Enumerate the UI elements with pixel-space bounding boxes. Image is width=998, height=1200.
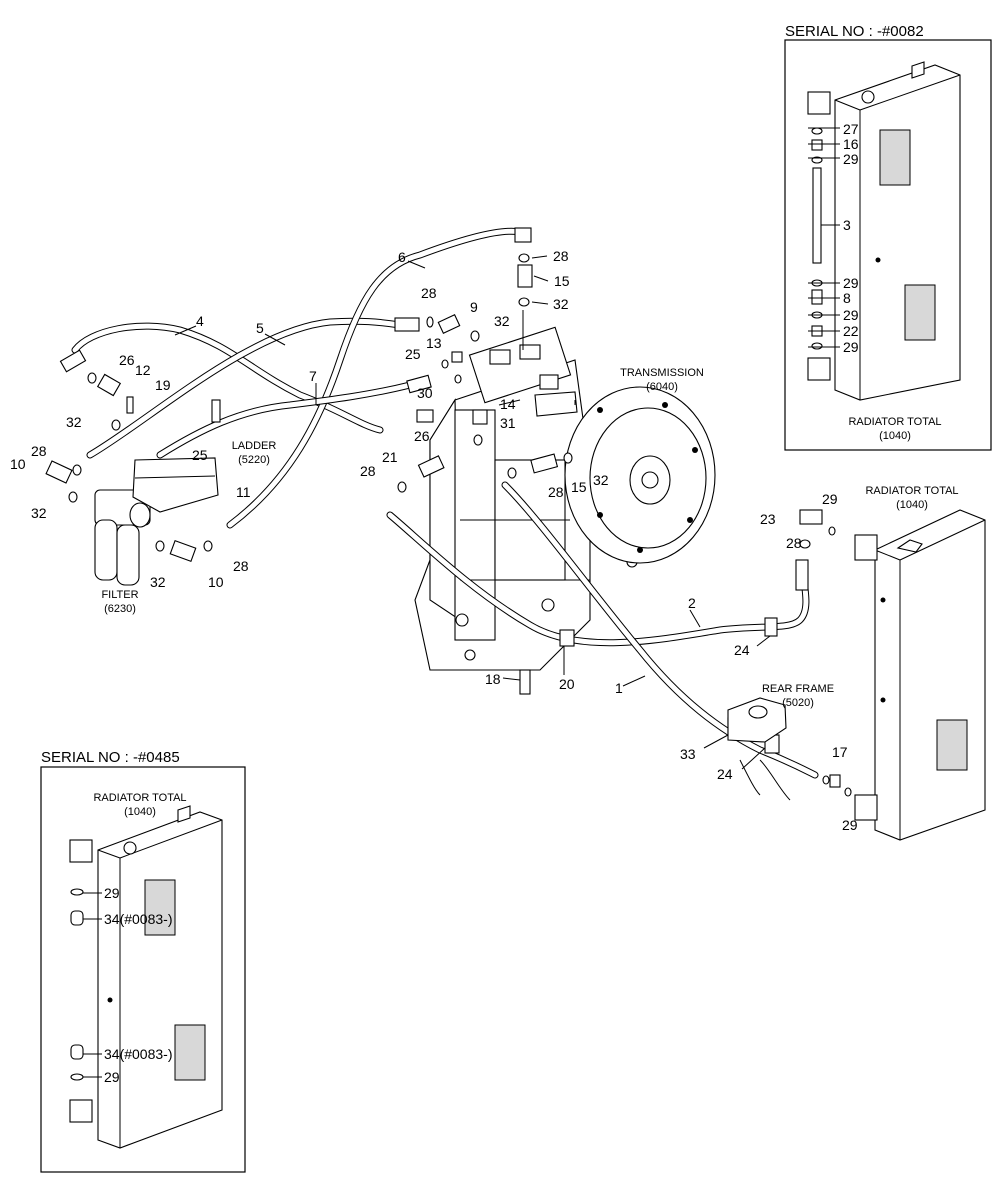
- captions: SERIAL NO : -#0082 SERIAL NO : -#0485 TR…: [41, 23, 959, 818]
- caption-rear-frame-name: REAR FRAME: [762, 683, 834, 695]
- callout: 12: [135, 362, 151, 378]
- callout: 28: [360, 463, 376, 479]
- caption-radiator-right-name: RADIATOR TOTAL: [865, 485, 958, 497]
- callout: 29: [842, 817, 858, 833]
- serial-top: SERIAL NO : -#0082: [785, 23, 924, 40]
- callout: 19: [155, 377, 171, 393]
- caption-transmission-name: TRANSMISSION: [620, 367, 704, 379]
- callout: 32: [494, 313, 510, 329]
- callout: 10: [10, 456, 26, 472]
- callout: 26: [414, 428, 430, 444]
- callout: 4: [196, 313, 204, 329]
- hoses: [71, 227, 819, 779]
- callout: 15: [571, 479, 587, 495]
- callout: 18: [485, 671, 501, 687]
- callout: 20: [559, 676, 575, 692]
- callout: 26: [119, 352, 135, 368]
- callout: 29: [843, 151, 859, 167]
- callout: 11: [236, 484, 251, 500]
- callout: 29: [104, 1069, 120, 1085]
- callout: 29: [843, 307, 859, 323]
- caption-radiator-right-code: (1040): [896, 499, 928, 511]
- callout: 31: [500, 415, 516, 431]
- callout: 29: [843, 275, 859, 291]
- callout: 23: [760, 511, 776, 527]
- callout: 1: [615, 680, 623, 696]
- callout: 14: [500, 396, 516, 412]
- callout: 28: [548, 484, 564, 500]
- caption-radiator-bottom-name: RADIATOR TOTAL: [93, 792, 186, 804]
- radiator-right: [854, 509, 986, 841]
- callouts-main: 1 2 4 5 6 7 9 10 10 11 12 13 14 15 15 17…: [10, 248, 858, 833]
- callout: 32: [553, 296, 569, 312]
- callout: 29: [843, 339, 859, 355]
- callout: 21: [382, 449, 398, 465]
- callout: 6: [398, 249, 406, 265]
- callout: 9: [470, 299, 478, 315]
- callout: 15: [554, 273, 570, 289]
- callout: 27: [843, 121, 859, 137]
- callout: 30: [417, 385, 433, 401]
- serial-bottom: SERIAL NO : -#0485: [41, 749, 180, 766]
- callout: 24: [734, 642, 750, 658]
- callout: 2: [688, 595, 696, 611]
- filter: [94, 489, 151, 586]
- caption-radiator-bottom-code: (1040): [124, 806, 156, 818]
- callout: 34(#0083-): [104, 1046, 173, 1062]
- caption-rear-frame-code: (5020): [782, 697, 814, 709]
- callout: 29: [104, 885, 120, 901]
- rear-frame: [727, 697, 791, 801]
- callout: 28: [31, 443, 47, 459]
- caption-ladder-name: LADDER: [232, 440, 277, 452]
- callout: 28: [553, 248, 569, 264]
- callout: 28: [233, 558, 249, 574]
- callouts-top-inset: 27 16 29 3 29 8 29 22 29: [843, 121, 859, 355]
- callout: 24: [717, 766, 733, 782]
- callout: 3: [843, 217, 851, 233]
- callout: 17: [832, 744, 848, 760]
- transmission: [414, 326, 716, 671]
- callout: 33: [680, 746, 696, 762]
- caption-transmission-code: (6040): [646, 381, 678, 393]
- callout: 25: [192, 447, 208, 463]
- callout: 28: [786, 535, 802, 551]
- callout: 8: [843, 290, 851, 306]
- callout: 10: [208, 574, 224, 590]
- inset-top: [784, 39, 992, 451]
- caption-radiator-top-code: (1040): [879, 430, 911, 442]
- callout: 29: [822, 491, 838, 507]
- leader-lines: [83, 127, 840, 1078]
- caption-radiator-top-name: RADIATOR TOTAL: [848, 416, 941, 428]
- inset-bottom: [40, 766, 246, 1173]
- caption-filter-name: FILTER: [101, 589, 138, 601]
- fittings: [45, 227, 852, 797]
- callout: 32: [66, 414, 82, 430]
- ladder: [132, 457, 219, 513]
- callout: 13: [426, 335, 442, 351]
- callout: 32: [150, 574, 166, 590]
- caption-ladder-code: (5220): [238, 454, 270, 466]
- callout: 16: [843, 136, 859, 152]
- caption-filter-code: (6230): [104, 603, 136, 615]
- callout: 28: [421, 285, 437, 301]
- callout: 22: [843, 323, 859, 339]
- callout: 25: [405, 346, 421, 362]
- callout: 34(#0083-): [104, 911, 173, 927]
- callouts-bottom-inset: 29 34(#0083-) 34(#0083-) 29: [104, 885, 173, 1085]
- callout: 7: [309, 368, 317, 384]
- callout: 32: [593, 472, 609, 488]
- callout: 5: [256, 320, 264, 336]
- callout: 32: [31, 505, 47, 521]
